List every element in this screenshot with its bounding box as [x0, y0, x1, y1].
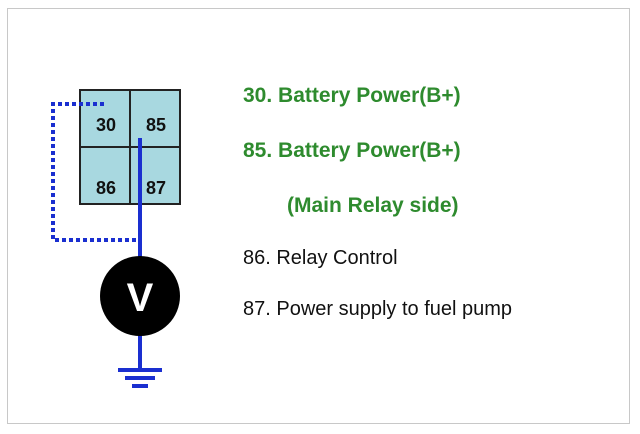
pin-label-85: 85 — [146, 115, 166, 135]
legend-pin-30: 30. Battery Power(B+) — [243, 84, 461, 107]
voltmeter-body — [100, 256, 180, 336]
pin-label-86: 86 — [96, 178, 116, 198]
jumper-wire-dotted — [51, 102, 140, 242]
legend-pin-86: 86. Relay Control — [243, 247, 398, 269]
relay-connector: 30 85 86 87 — [79, 89, 181, 205]
legend-pin-85: 85. Battery Power(B+) — [243, 139, 461, 162]
pin-label-30: 30 — [96, 115, 116, 135]
legend-pin-87: 87. Power supply to fuel pump — [243, 298, 513, 320]
ground-icon — [118, 368, 162, 388]
voltmeter-symbol: V — [127, 276, 154, 320]
voltmeter-icon: V — [100, 256, 180, 336]
pin-label-87: 87 — [146, 178, 166, 198]
diagram-frame — [7, 8, 630, 424]
legend-pin-85-note: (Main Relay side) — [287, 194, 459, 217]
